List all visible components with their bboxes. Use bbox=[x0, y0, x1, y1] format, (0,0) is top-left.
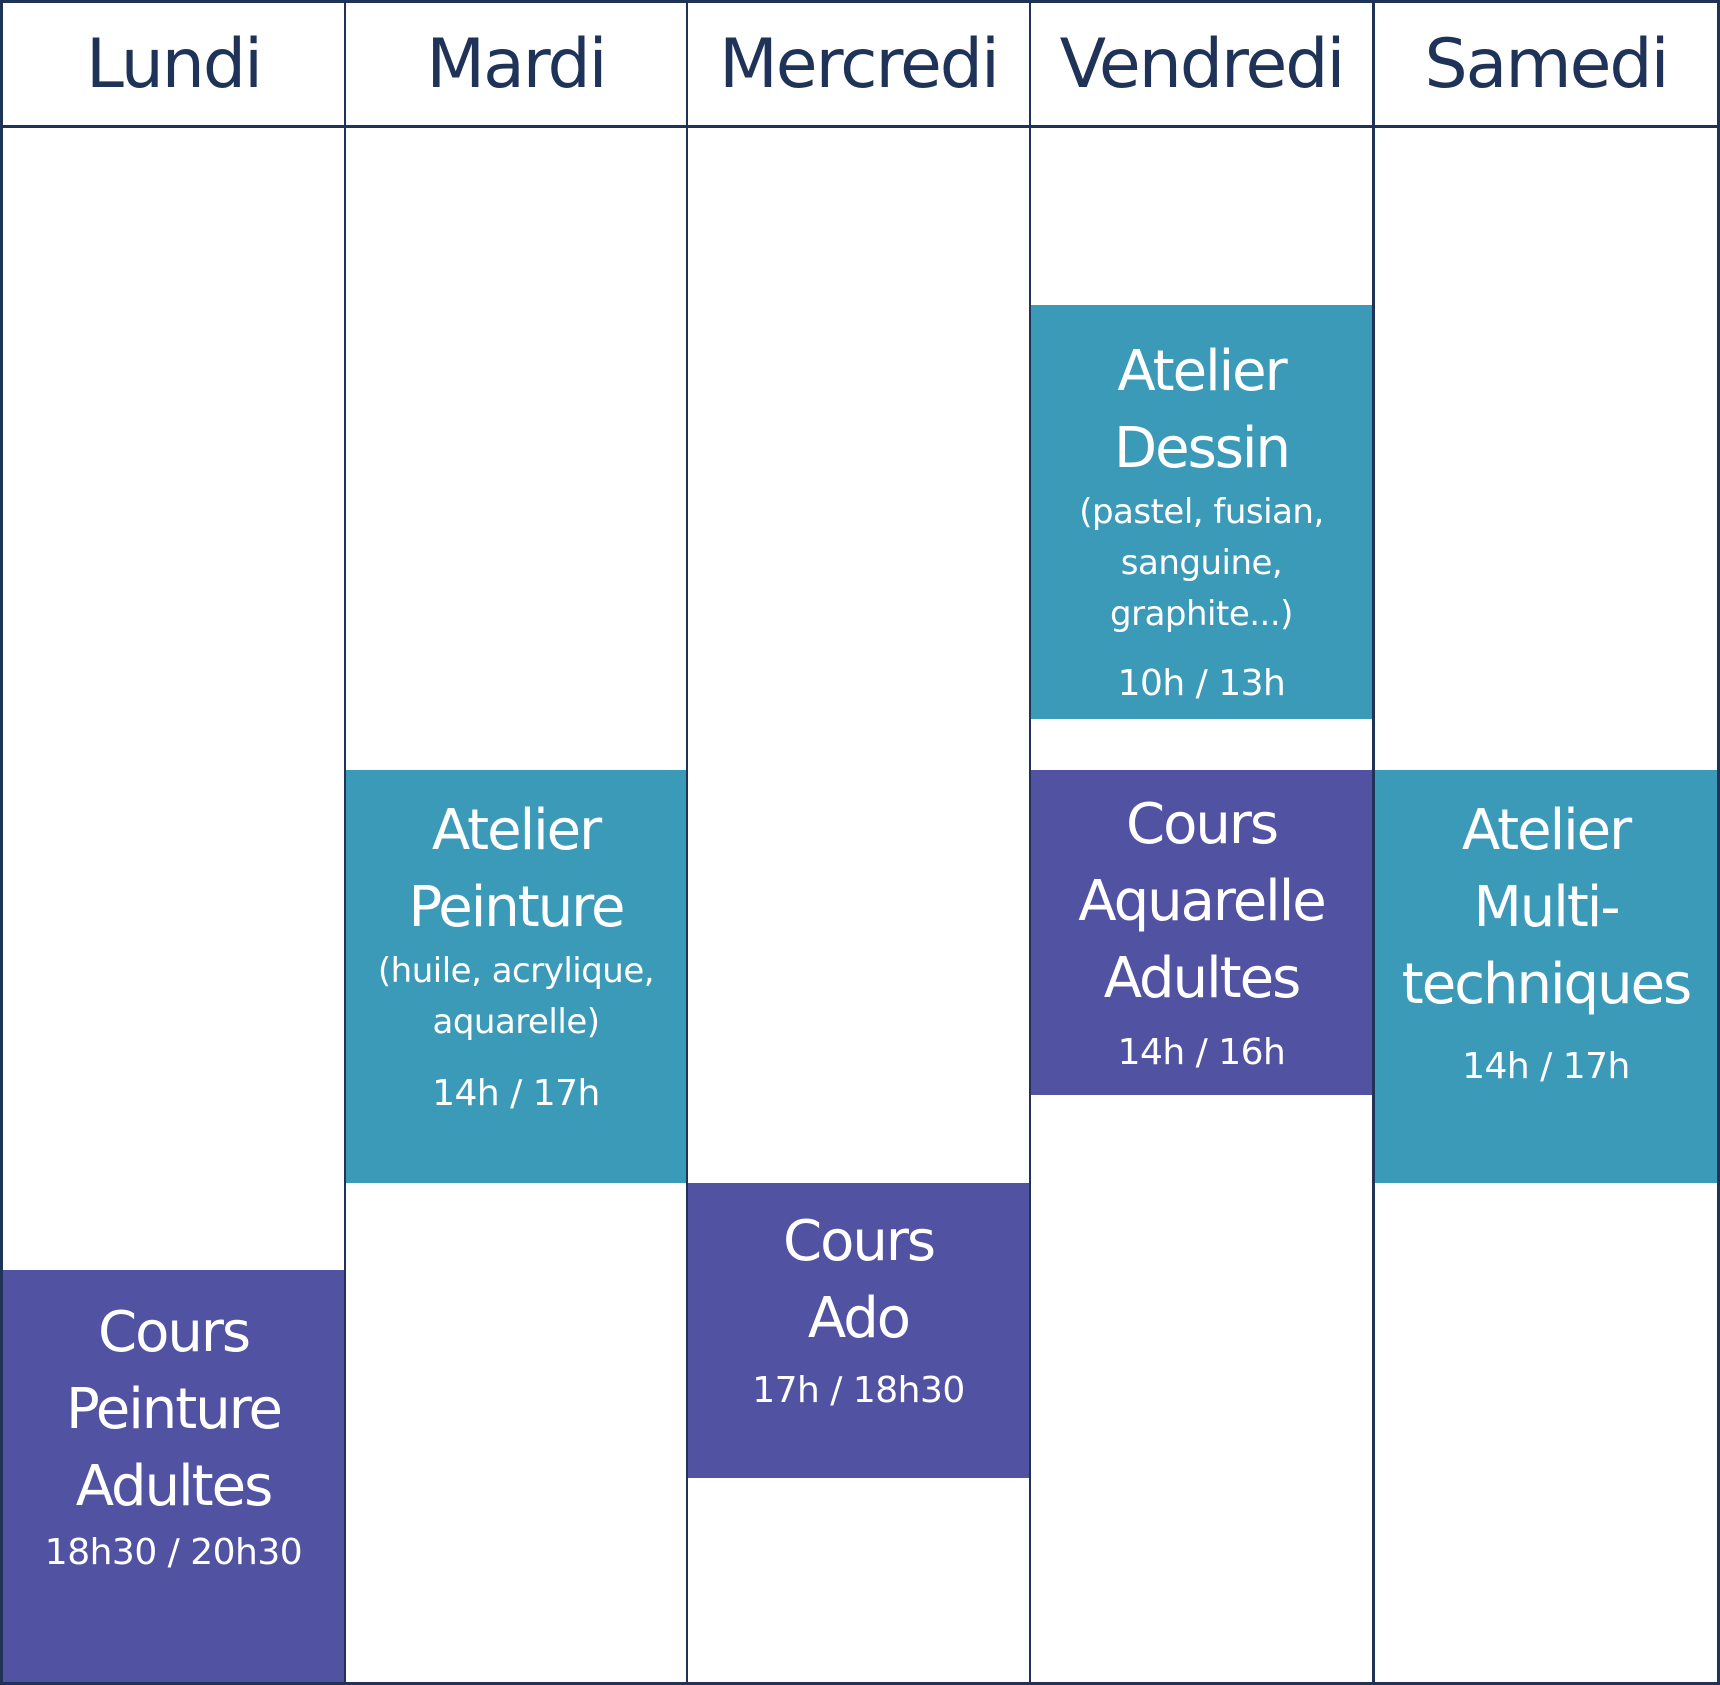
event-atelier-multi-techniques: Atelier Multi- techniques 14h / 17h bbox=[1375, 770, 1717, 1183]
event-title-line: Cours bbox=[782, 1209, 936, 1274]
event-time: 17h / 18h30 bbox=[752, 1370, 965, 1411]
day-header-samedi: Samedi bbox=[1424, 24, 1670, 104]
event-detail-line: sanguine, bbox=[1120, 543, 1283, 583]
event-atelier-dessin: Atelier Dessin (pastel, fusian, sanguine… bbox=[1031, 305, 1372, 719]
event-cours-aquarelle-adultes: Cours Aquarelle Adultes 14h / 16h bbox=[1031, 770, 1372, 1095]
event-title-line: Peinture bbox=[66, 1377, 283, 1442]
grid-bottom-border bbox=[0, 1682, 1720, 1685]
event-cours-peinture-adultes: Cours Peinture Adultes 18h30 / 20h30 bbox=[3, 1270, 344, 1683]
grid-header-divider bbox=[0, 125, 1720, 128]
event-detail-line: aquarelle) bbox=[432, 1002, 600, 1042]
event-time: 10h / 13h bbox=[1117, 663, 1286, 704]
grid-column-divider bbox=[686, 0, 688, 1685]
day-header-mercredi: Mercredi bbox=[719, 24, 1000, 104]
event-time: 14h / 17h bbox=[1462, 1046, 1630, 1087]
event-title-line: Atelier bbox=[1461, 798, 1632, 863]
event-detail-line: (pastel, fusian, bbox=[1079, 492, 1324, 532]
event-title-line: Cours bbox=[1125, 792, 1279, 857]
event-title-line: Atelier bbox=[1117, 339, 1287, 404]
event-title-line: Dessin bbox=[1114, 416, 1291, 481]
event-title-line: Cours bbox=[97, 1300, 251, 1365]
event-detail-line: (huile, acrylique, bbox=[377, 951, 655, 991]
event-time: 14h / 16h bbox=[1117, 1032, 1286, 1073]
day-header-mardi: Mardi bbox=[426, 24, 607, 104]
event-atelier-peinture: Atelier Peinture (huile, acrylique, aqua… bbox=[346, 770, 686, 1183]
event-title-line: Adultes bbox=[1103, 946, 1302, 1011]
event-time: 18h30 / 20h30 bbox=[44, 1532, 303, 1573]
day-header-lundi: Lundi bbox=[86, 24, 263, 104]
event-detail-line: graphite...) bbox=[1110, 594, 1293, 634]
grid-column-divider bbox=[1372, 0, 1375, 1685]
grid-top-border bbox=[0, 0, 1720, 3]
event-title-line: Peinture bbox=[408, 875, 626, 940]
event-cours-ado: Cours Ado 17h / 18h30 bbox=[688, 1183, 1029, 1478]
grid-column-divider bbox=[1029, 0, 1031, 1685]
event-title-line: Aquarelle bbox=[1078, 869, 1326, 934]
event-title-line: Ado bbox=[807, 1286, 911, 1351]
event-title-line: techniques bbox=[1401, 952, 1692, 1017]
event-title-line: Adultes bbox=[75, 1454, 274, 1519]
day-header-vendredi: Vendredi bbox=[1059, 24, 1346, 104]
event-title-line: Multi- bbox=[1473, 875, 1620, 940]
grid-column-divider bbox=[344, 0, 346, 1685]
grid-left-border bbox=[0, 0, 3, 1685]
grid-right-border bbox=[1717, 0, 1720, 1685]
event-title-line: Atelier bbox=[431, 798, 602, 863]
event-time: 14h / 17h bbox=[432, 1073, 600, 1114]
